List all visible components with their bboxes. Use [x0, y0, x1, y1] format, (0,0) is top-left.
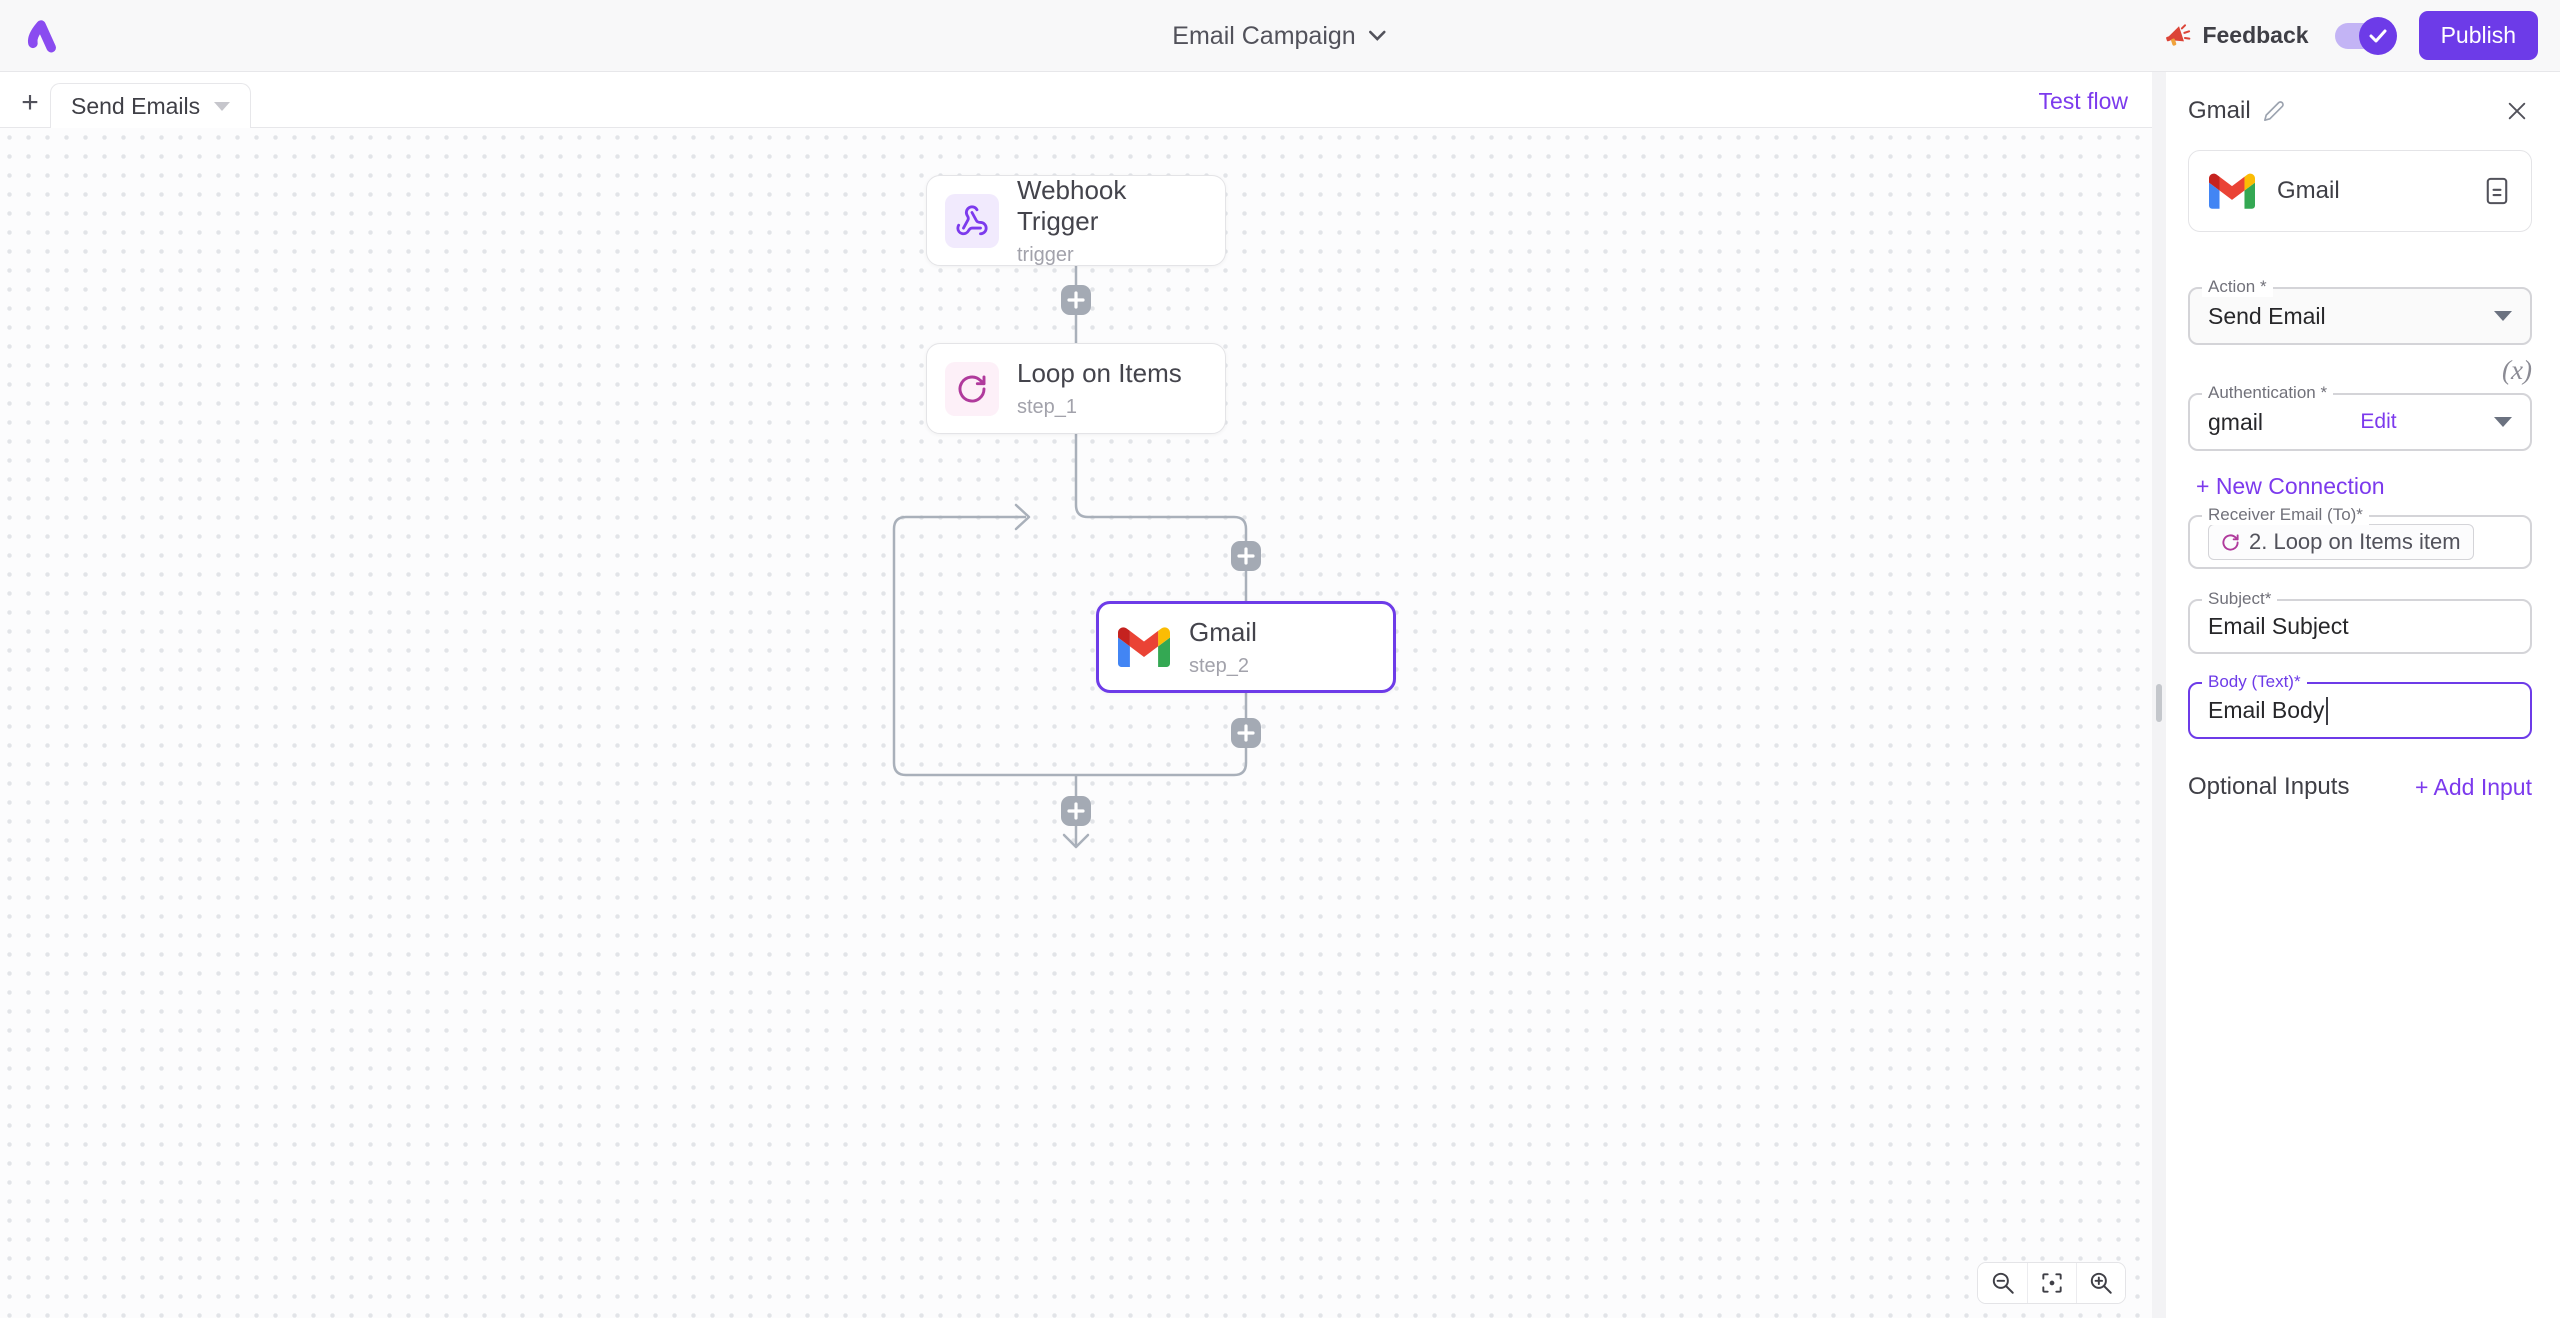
pencil-icon: [2263, 101, 2284, 121]
close-icon: [2508, 102, 2526, 120]
megaphone-icon: [2166, 23, 2191, 46]
body-text-label: Body (Text)*: [2202, 672, 2307, 692]
check-icon: [2369, 29, 2387, 42]
receiver-email-field[interactable]: Receiver Email (To)* 2. Loop on Items it…: [2188, 505, 2532, 569]
panel-scrollbar[interactable]: [2152, 72, 2166, 1318]
body-text-value: Email Body: [2208, 697, 2325, 723]
add-step-button[interactable]: [1231, 718, 1261, 748]
flow-graph[interactable]: Webhook Trigger trigger Loop on Items st…: [0, 128, 2152, 1318]
feedback-button[interactable]: Feedback: [2164, 22, 2309, 50]
add-step-button[interactable]: [1231, 541, 1261, 571]
zoom-out-button[interactable]: [1978, 1263, 2027, 1303]
node-step-name: trigger: [1017, 243, 1074, 266]
flow-title-menu[interactable]: Email Campaign: [1172, 0, 1387, 72]
insert-variable-icon[interactable]: (x): [2502, 355, 2532, 385]
optional-inputs-heading: Optional Inputs: [2188, 773, 2350, 800]
add-input-link[interactable]: + Add Input: [2414, 773, 2532, 800]
chevron-down-icon: [1369, 30, 1387, 41]
authentication-value: gmail: [2208, 408, 2263, 435]
canvas-zoom-controls: [1977, 1262, 2126, 1304]
close-panel-button[interactable]: [2502, 96, 2532, 126]
piece-info-card: Gmail: [2188, 150, 2532, 232]
scrollbar-thumb[interactable]: [2156, 684, 2162, 722]
gmail-icon: [2209, 173, 2255, 209]
loop-icon: [2222, 533, 2239, 551]
flow-tab-strip: + Send Emails Test flow: [0, 72, 2152, 129]
zoom-out-icon: [1992, 1272, 2014, 1294]
loop-item-token[interactable]: 2. Loop on Items item: [2208, 524, 2474, 560]
zoom-in-icon: [2090, 1272, 2112, 1294]
edit-connection-link[interactable]: Edit: [2360, 410, 2397, 433]
node-webhook-trigger[interactable]: Webhook Trigger trigger: [926, 175, 1226, 266]
text-cursor: [2326, 696, 2329, 725]
node-title: Webhook Trigger: [1017, 174, 1127, 236]
add-flow-button[interactable]: +: [21, 86, 39, 119]
node-loop-on-items[interactable]: Loop on Items step_1: [926, 343, 1226, 434]
piece-docs-button[interactable]: [2483, 176, 2511, 206]
flow-canvas-area: + Send Emails Test flow: [0, 72, 2152, 1318]
tab-caret-icon[interactable]: [214, 101, 231, 111]
document-icon: [2486, 177, 2508, 205]
action-label: Action *: [2202, 277, 2273, 297]
body-text-field[interactable]: Body (Text)* Email Body: [2188, 672, 2532, 739]
caret-down-icon: [2494, 417, 2512, 427]
node-step-name: step_2: [1189, 654, 1250, 677]
flow-tab-send-emails[interactable]: Send Emails: [50, 82, 252, 129]
add-step-button[interactable]: [1061, 796, 1091, 826]
subject-label: Subject*: [2202, 589, 2278, 609]
authentication-label: Authentication *: [2202, 383, 2334, 403]
flow-edges: [892, 266, 1261, 849]
panel-title: Gmail: [2188, 97, 2251, 124]
fit-view-button[interactable]: [2027, 1263, 2076, 1303]
webhook-icon: [945, 193, 999, 248]
subject-field[interactable]: Subject* Email Subject: [2188, 589, 2532, 654]
authentication-select[interactable]: Authentication * gmail Edit: [2188, 383, 2532, 451]
node-gmail[interactable]: Gmail step_2: [1096, 601, 1396, 693]
step-settings-panel: Gmail Gmail: [2166, 72, 2560, 1318]
publish-button[interactable]: Publish: [2418, 11, 2538, 60]
activepieces-logo-icon[interactable]: [22, 16, 62, 56]
new-connection-link[interactable]: + New Connection: [2196, 473, 2385, 499]
add-step-button[interactable]: [1061, 285, 1091, 315]
test-flow-link[interactable]: Test flow: [2038, 88, 2128, 114]
subject-value: Email Subject: [2208, 613, 2349, 639]
receiver-email-label: Receiver Email (To)*: [2202, 505, 2369, 525]
feedback-label: Feedback: [2202, 22, 2309, 48]
zoom-in-button[interactable]: [2076, 1263, 2125, 1303]
fit-view-icon: [2042, 1273, 2062, 1293]
loop-icon: [945, 361, 999, 416]
top-bar: Email Campaign Feedback P: [0, 0, 2560, 72]
flow-tab-label: Send Emails: [71, 92, 201, 119]
gmail-icon: [1117, 620, 1171, 674]
flow-title: Email Campaign: [1172, 21, 1356, 50]
rename-step-button[interactable]: [2263, 100, 2285, 122]
flow-enabled-toggle[interactable]: [2334, 16, 2397, 55]
node-title: Gmail: [1189, 616, 1257, 647]
piece-name: Gmail: [2277, 177, 2340, 204]
caret-down-icon: [2494, 311, 2512, 321]
action-select[interactable]: Action * Send Email: [2188, 277, 2532, 345]
node-title: Loop on Items: [1017, 358, 1182, 388]
node-step-name: step_1: [1017, 396, 1078, 418]
action-value: Send Email: [2208, 302, 2326, 329]
loop-item-token-label: 2. Loop on Items item: [2249, 529, 2461, 554]
